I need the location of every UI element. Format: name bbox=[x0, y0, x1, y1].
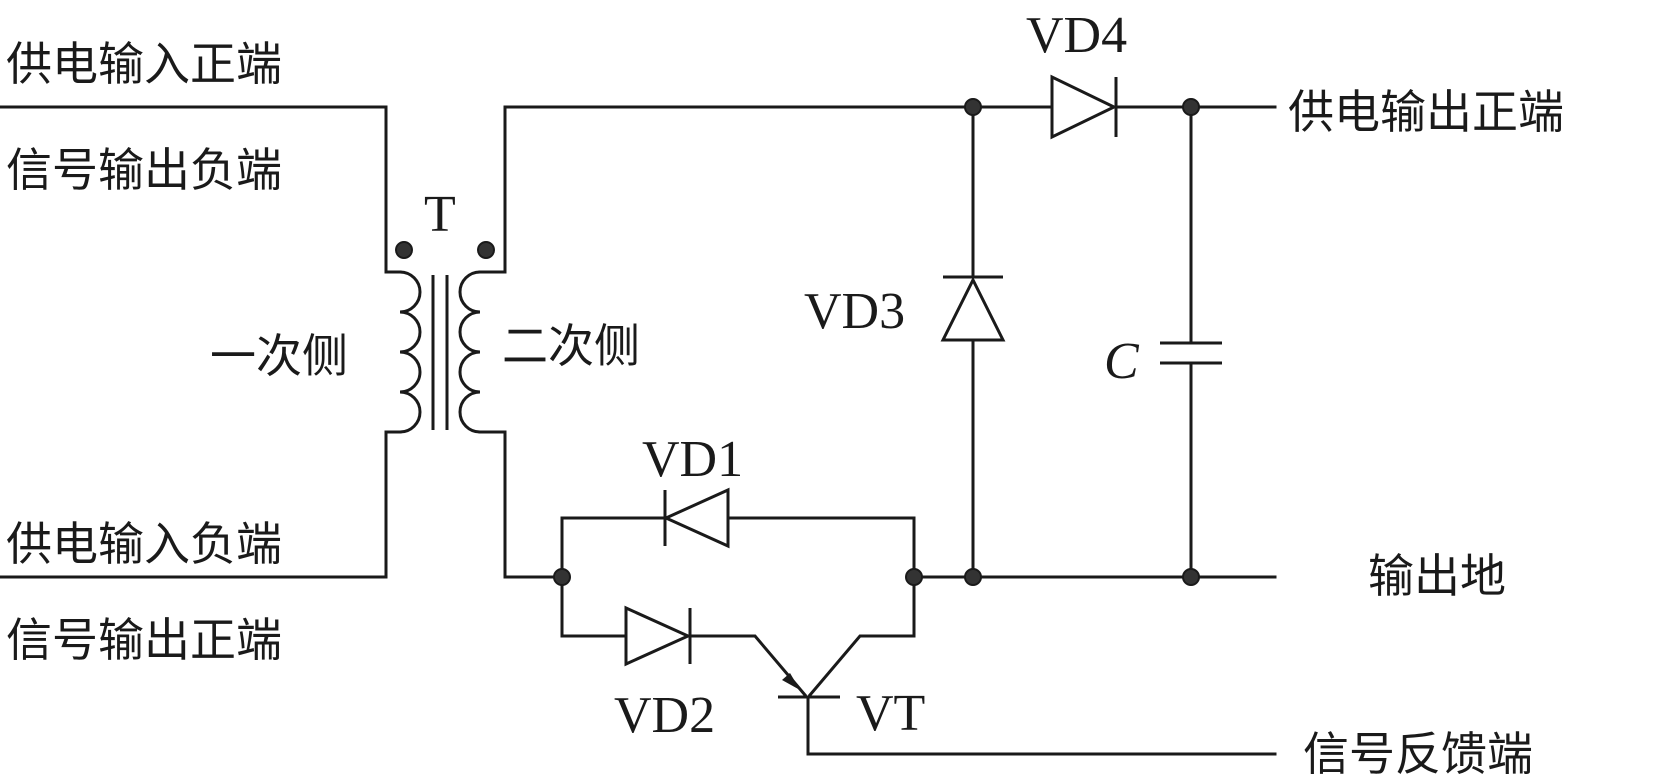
vt-emitter-arrow bbox=[782, 673, 800, 690]
vd2-triangle bbox=[624, 605, 692, 667]
wire-primary-bottom bbox=[0, 430, 402, 579]
transistor-vt bbox=[778, 673, 840, 699]
labels: 供电输入正端 信号输出负端 供电输入负端 信号输出正端 一次侧 二次侧 供电输出… bbox=[6, 7, 1564, 781]
label-vd3: VD3 bbox=[804, 283, 905, 340]
vd1-triangle bbox=[662, 487, 730, 549]
label-transformer-ref: T bbox=[424, 186, 456, 243]
label-supply-in-pos: 供电输入正端 bbox=[6, 37, 282, 91]
wire-vd1-branch bbox=[560, 516, 916, 579]
diode-vd4 bbox=[1050, 74, 1118, 140]
label-capacitor: C bbox=[1104, 333, 1140, 390]
junction-dot bbox=[964, 568, 982, 586]
transformer-t bbox=[395, 241, 495, 434]
wires bbox=[0, 105, 1277, 756]
label-vd1: VD1 bbox=[642, 431, 743, 488]
wire-secondary-top bbox=[478, 105, 1052, 274]
diode-vd1 bbox=[662, 487, 730, 549]
secondary-coil bbox=[458, 270, 481, 434]
capacitor-c bbox=[1160, 341, 1222, 365]
label-signal-feedback: 信号反馈端 bbox=[1303, 727, 1533, 781]
junction-dot bbox=[964, 98, 982, 116]
vd4-triangle bbox=[1050, 74, 1118, 140]
label-secondary-side: 二次侧 bbox=[502, 319, 640, 373]
wire-base-feedback bbox=[806, 698, 1277, 756]
label-vd2: VD2 bbox=[614, 687, 715, 744]
junction-dot bbox=[905, 568, 923, 586]
secondary-polarity-dot bbox=[477, 241, 495, 259]
label-output-ground: 输出地 bbox=[1368, 549, 1506, 603]
wire-primary-top bbox=[0, 105, 402, 274]
label-signal-out-pos: 信号输出正端 bbox=[6, 613, 282, 667]
wire-collector bbox=[807, 575, 916, 698]
junction-dots bbox=[553, 98, 1200, 586]
label-vd4: VD4 bbox=[1026, 7, 1127, 64]
vd3-triangle bbox=[940, 276, 1006, 342]
junction-dot bbox=[553, 568, 571, 586]
diode-vd2 bbox=[624, 605, 692, 667]
diode-vd3 bbox=[940, 275, 1006, 342]
primary-coil bbox=[399, 270, 422, 434]
primary-polarity-dot bbox=[395, 241, 413, 259]
label-primary-side: 一次侧 bbox=[210, 329, 348, 383]
wire-secondary-bottom bbox=[478, 430, 564, 579]
junction-dot bbox=[1182, 98, 1200, 116]
label-signal-out-neg: 信号输出负端 bbox=[6, 143, 282, 197]
label-transistor: VT bbox=[856, 685, 925, 742]
label-supply-in-neg: 供电输入负端 bbox=[6, 517, 282, 571]
label-supply-out-pos: 供电输出正端 bbox=[1288, 85, 1564, 139]
junction-dot bbox=[1182, 568, 1200, 586]
